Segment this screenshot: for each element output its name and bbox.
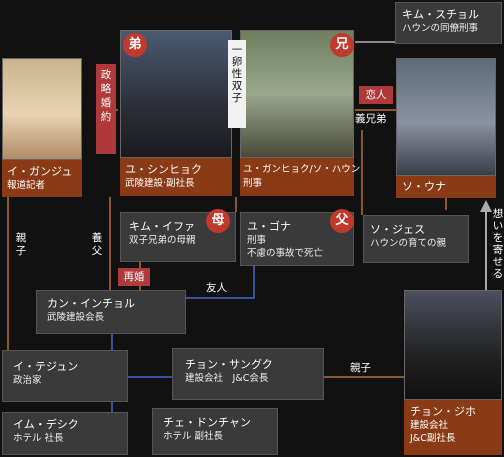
tejun-role: 政治家 [13,375,42,386]
card-kim-scholl: キム・スチョル ハウンの同僚刑事 [395,2,502,44]
ifa-role: 双子兄弟の母親 [129,235,196,246]
card-lee-tejun: イ・テジュン 政治家 [2,350,128,402]
jiho-role2: J&C副社長 [410,433,456,444]
card-im-deshik: イム・デシク ホテル 社長 [2,412,128,455]
jiho-role1: 建設会社 [410,420,449,431]
shinhyuk-name: ユ・シンヒョク [125,163,202,176]
jesu-name: ソ・ジェス [370,223,425,236]
jiho-name: チョン・ジホ [410,405,476,418]
sanguk-role: 建設会社 J&C会長 [185,373,269,384]
line-friend [186,262,255,299]
photo-una [396,58,496,176]
brother-in-law-label: 義兄弟 [355,113,387,125]
gona-name: ユ・ゴナ [247,220,291,233]
badge-older: 兄 [330,33,354,57]
photo-jiho [404,290,502,400]
donchan-role: ホテル 副社長 [163,431,224,442]
badge-mother: 母 [206,209,230,233]
card-kangju: イ・ガンジュ 報道記者 [2,160,82,197]
parent-child-label-2: 親子 [350,362,371,374]
lovers-tag: 恋人 [359,86,393,104]
tejun-name: イ・テジュン [13,360,79,373]
feelings-label: 想いを寄せる [492,208,504,280]
kangju-name: イ・ガンジュ [7,165,73,178]
badge-younger: 弟 [123,33,147,57]
card-so-jesu: ソ・ジェス ハウンの育ての親 [363,215,469,263]
ifa-name: キム・イファ [129,220,195,233]
card-che-donchan: チェ・ドンチャン ホテル 副社長 [152,408,278,455]
twins-label: 一卵性双子 [228,40,246,128]
incheol-name: カン・インチョル [47,297,135,310]
card-shinhyuk: ユ・シンヒョク 武陵建設·副社長 [120,158,232,196]
card-chon-sanguk: チョン・サングク 建設会社 J&C会長 [172,348,324,400]
una-name: ソ・ウナ [402,180,446,193]
parent-child-label-1: 親子 [15,232,27,257]
scholl-name: キム・スチョル [402,8,479,21]
card-kanghyuk: ユ・ガンヒョク/ソ・ハウン 刑事 [240,158,361,196]
badge-father: 父 [330,209,354,233]
donchan-name: チェ・ドンチャン [163,416,251,429]
card-jiho: チョン・ジホ 建設会社 J&C副社長 [404,400,502,455]
kanghyuk-name: ユ・ガンヒョク/ソ・ハウン [243,164,361,175]
jesu-role: ハウンの育ての親 [370,238,447,249]
gona-role1: 刑事 [247,235,267,246]
friend-label: 友人 [206,282,227,294]
feelings-arrowhead [480,200,492,212]
card-una: ソ・ウナ [396,176,496,198]
adoptive-father-label: 養父 [91,232,103,257]
remarriage-tag: 再婚 [118,268,150,286]
political-marriage-tag: 政略婚約 [96,64,116,154]
scholl-role: ハウンの同僚刑事 [402,23,479,34]
kanghyuk-role: 刑事 [243,178,263,189]
kangju-role: 報道記者 [7,180,46,191]
gona-role2: 不慮の事故で死亡 [247,248,324,259]
shinhyuk-role: 武陵建設·副社長 [125,178,195,189]
sanguk-name: チョン・サングク [185,358,273,371]
deshik-role: ホテル 社長 [13,433,64,444]
deshik-name: イム・デシク [13,418,79,431]
photo-kangju [2,58,82,160]
incheol-role: 武陵建設会長 [47,312,105,323]
card-kang-incheol: カン・インチョル 武陵建設会長 [36,290,186,334]
